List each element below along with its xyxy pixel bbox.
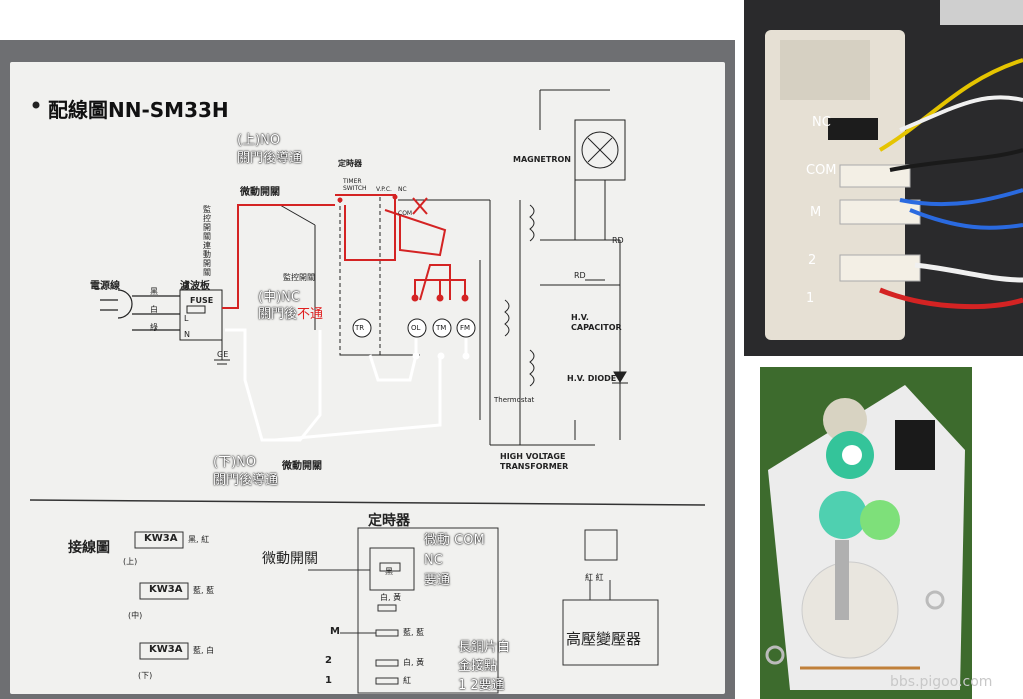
fm-component (456, 318, 476, 338)
label-red-red: 紅 紅 (585, 573, 604, 582)
label-hv-transformer: HIGH VOLTAGE TRANSFORMER (500, 452, 569, 471)
photo-label-nc: NC (812, 115, 831, 130)
label-L: L (184, 314, 189, 323)
power-plug-icon (100, 289, 180, 331)
label-com: COM (398, 210, 413, 217)
photo-timer-closeup (744, 0, 1023, 356)
photo-label-com: COM (806, 163, 837, 178)
label-wire-colors-2: 藍, 藍 (193, 586, 215, 595)
label-magnetron: MAGNETRON (513, 155, 571, 164)
label-lower-tag: (下) (138, 671, 153, 680)
label-m-colors: 藍, 藍 (403, 628, 425, 637)
label-black-wire: 黑 (150, 287, 158, 296)
diagram-title: 配線圖NN-SM33H (48, 98, 229, 122)
label-micro-switch: 微動開關 (262, 551, 318, 567)
schematic-lines (237, 89, 628, 446)
annotation-upper-no-1: (上)NO (237, 133, 281, 148)
annotation-lower-no-1: (下)NO (213, 455, 257, 470)
label-timer-title: 定時器 (368, 513, 410, 529)
component-tm: TM (436, 324, 447, 332)
label-power-cord: 電源線 (90, 281, 120, 292)
annotation-micro-com-1: 微動 COM (424, 533, 485, 548)
ground-icon (214, 340, 230, 365)
label-row1-colors: 紅 (403, 676, 411, 685)
label-kw3a-2: KW3A (149, 584, 183, 595)
label-row2-colors: 白, 黃 (403, 658, 425, 667)
label-row-2: 2 (325, 655, 332, 666)
watermark: bbs.pigoo.com (890, 674, 993, 690)
label-m: M (330, 626, 340, 637)
annotation-long-copper-1: 長銅片白 (458, 640, 511, 655)
photo-label-2: 2 (808, 253, 817, 268)
label-white-wire: 白 (150, 305, 158, 314)
label-GE: GE (217, 350, 229, 359)
title-bullet-icon (32, 101, 40, 109)
component-ol: OL (411, 324, 421, 332)
annotation-micro-com-2: NC (424, 553, 443, 568)
photo-label-m: M (810, 205, 822, 220)
annotation-long-copper-2: 金接點 (458, 659, 498, 674)
label-door-switch-vertical: 監控開關連動開關 (203, 205, 211, 277)
label-micro-switch-bottom: 微動開關 (282, 461, 322, 472)
label-timer-switch: TIMER SWITCH (343, 178, 367, 192)
label-N: N (184, 330, 190, 339)
ol-component (407, 318, 427, 338)
label-fuse: FUSE (190, 296, 214, 305)
component-tr: TR (355, 324, 365, 332)
label-monitor-switch: 監控開關 (283, 273, 315, 282)
annotation-lower-no-2: 關門後導通 (213, 473, 279, 488)
photo-label-1: 1 (806, 291, 815, 306)
label-kw3a-1: KW3A (144, 533, 178, 544)
label-white-yellow: 白, 黃 (380, 593, 402, 602)
label-timer: 定時器 (338, 159, 362, 168)
label-filter-board: 濾波板 (180, 281, 210, 292)
filter-board-box (179, 289, 223, 341)
label-hv-capacitor: H.V. CAPACITOR (571, 313, 622, 332)
tr-component (352, 318, 372, 338)
label-black-small: 黑 (385, 567, 393, 576)
label-row-1: 1 (325, 675, 332, 686)
label-micro-switch-top: 微動開關 (240, 187, 280, 198)
annotation-long-copper-3: 1 2要通 (458, 678, 505, 693)
label-wire-colors-3: 藍, 白 (193, 646, 215, 655)
label-wiring-title: 接線圖 (68, 540, 110, 556)
label-green-wire: 綠 (150, 323, 158, 332)
fuse-icon (186, 305, 206, 314)
label-middle-tag: (中) (128, 611, 143, 620)
white-wire-path (225, 328, 468, 442)
divider-line (29, 499, 706, 506)
label-vpc: V.P.C. (376, 186, 392, 193)
label-rd-2: RD (574, 271, 586, 280)
annotation-middle-nc-1: (中)NC (258, 290, 300, 305)
label-kw3a-3: KW3A (149, 644, 183, 655)
label-hv-transformer-cn: 高壓變壓器 (566, 630, 642, 648)
annotation-micro-com-3: 要通 (424, 573, 451, 588)
photo-timer-gears (760, 367, 972, 699)
label-upper-tag: (上) (123, 557, 138, 566)
label-thermostat: Thermostat (494, 396, 535, 404)
tm-component (432, 318, 452, 338)
label-wire-colors-1: 黑, 紅 (188, 535, 210, 544)
label-hv-diode: H.V. DIODE (567, 374, 617, 383)
lower-diagram-lines (134, 527, 659, 694)
red-wire-path (222, 194, 466, 309)
magnetron-icon (574, 119, 626, 181)
component-fm: FM (460, 324, 471, 332)
label-rd-1: RD (612, 236, 624, 245)
annotation-middle-nc-2: 關門後不通 (258, 307, 324, 322)
annotation-upper-no-2: 關門後導通 (237, 151, 303, 166)
label-nc: NC (398, 186, 407, 193)
